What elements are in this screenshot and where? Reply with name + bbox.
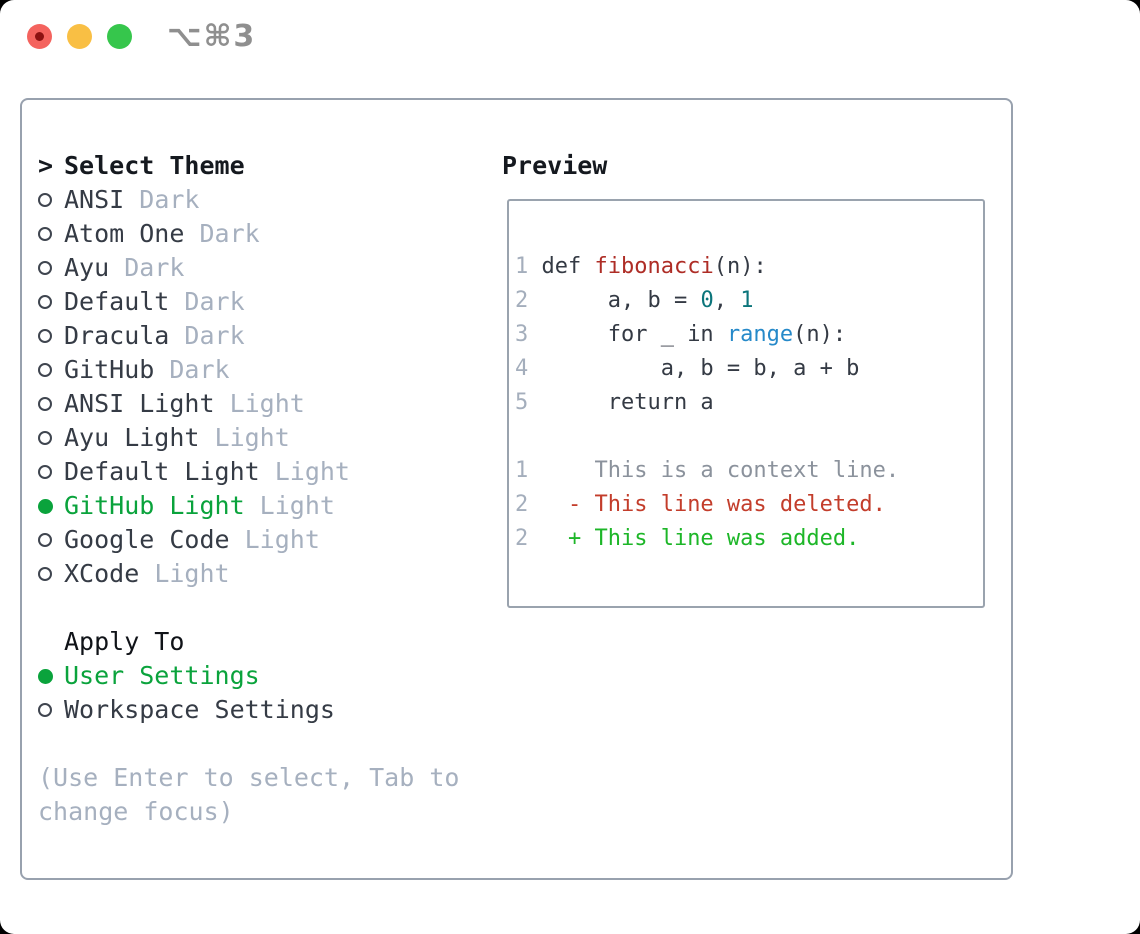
option-label: Dracula <box>64 321 185 350</box>
option-label: Light <box>154 559 230 588</box>
option-label: Light <box>259 491 335 520</box>
diff-line: 2 + This line was added. <box>515 526 860 551</box>
preview-blank-line <box>515 420 983 454</box>
option-label: GitHub <box>64 355 170 384</box>
theme-list-title: Select Theme <box>64 151 245 180</box>
code-line: 2 a, b = 0, 1 <box>515 288 754 313</box>
option-label: Dark <box>169 355 230 384</box>
preview-box: 1 def fibonacci(n): 2 a, b = 0, 1 3 for _ … <box>507 199 985 608</box>
theme-item-default[interactable]: Default Dark <box>38 285 508 319</box>
option-label: Light <box>229 389 305 418</box>
radio-icon <box>38 227 64 241</box>
radio-icon <box>38 465 64 479</box>
theme-item-github-light[interactable]: GitHub Light Light <box>38 489 508 523</box>
option-label: Light <box>274 457 350 486</box>
theme-item-atom-one[interactable]: Atom One Dark <box>38 217 508 251</box>
option-label: Dark <box>184 321 245 350</box>
theme-item-google-code[interactable]: Google Code Light <box>38 523 508 557</box>
theme-item-default-light[interactable]: Default Light Light <box>38 455 508 489</box>
option-label: Dark <box>139 185 200 214</box>
radio-icon <box>38 295 64 309</box>
option-label: XCode <box>64 559 155 588</box>
option-label: Light <box>244 525 320 554</box>
titlebar: ⌥⌘3 <box>0 0 1140 74</box>
hint-text: (Use Enter to select, Tab to change focu… <box>38 763 460 826</box>
radio-icon <box>38 363 64 377</box>
radio-icon <box>38 533 64 547</box>
close-button[interactable] <box>27 24 52 49</box>
radio-icon <box>38 397 64 411</box>
apply-to-title: Apply To <box>64 627 185 656</box>
theme-item-ayu-light[interactable]: Ayu Light Light <box>38 421 508 455</box>
diff-line: 1 This is a context line. <box>515 458 900 483</box>
radio-icon <box>38 431 64 445</box>
option-label: Dark <box>184 287 245 316</box>
option-label: ANSI Light <box>64 389 230 418</box>
focus-prompt-icon: > <box>38 151 54 180</box>
option-label: Google Code <box>64 525 245 554</box>
minimize-button[interactable] <box>67 24 92 49</box>
theme-item-ansi[interactable]: ANSI Dark <box>38 183 508 217</box>
theme-list-header: > Select Theme <box>38 149 508 183</box>
option-label: Ayu <box>64 253 125 282</box>
radio-icon <box>38 193 64 207</box>
code-line: 1 def fibonacci(n): <box>515 254 767 279</box>
option-label: Dark <box>124 253 185 282</box>
radio-selected-icon <box>38 668 64 684</box>
radio-selected-icon <box>38 498 64 514</box>
radio-icon <box>38 703 64 717</box>
theme-item-dracula[interactable]: Dracula Dark <box>38 319 508 353</box>
option-label: User Settings <box>64 661 260 690</box>
code-line: 4 a, b = b, a + b <box>515 356 860 381</box>
option-label: Default Light <box>64 457 275 486</box>
option-label: Default <box>64 287 185 316</box>
diff-line: 2 - This line was deleted. <box>515 492 886 517</box>
zoom-button[interactable] <box>107 24 132 49</box>
theme-item-ansi-light[interactable]: ANSI Light Light <box>38 387 508 421</box>
apply-option-workspace-settings[interactable]: Workspace Settings <box>38 693 508 727</box>
code-line: 3 for _ in range(n): <box>515 322 847 347</box>
option-label: GitHub Light <box>64 491 260 520</box>
theme-item-github[interactable]: GitHub Dark <box>38 353 508 387</box>
option-label: Dark <box>199 219 260 248</box>
apply-to-header-row: Apply To <box>38 625 508 659</box>
radio-icon <box>38 261 64 275</box>
option-label: Workspace Settings <box>64 695 335 724</box>
option-label: Light <box>214 423 290 452</box>
window-title: ⌥⌘3 <box>167 19 257 54</box>
preview-title: Preview <box>502 151 608 180</box>
radio-icon <box>38 567 64 581</box>
theme-item-ayu[interactable]: Ayu Dark <box>38 251 508 285</box>
option-label: Atom One <box>64 219 200 248</box>
apply-option-user-settings[interactable]: User Settings <box>38 659 508 693</box>
option-label: Ayu Light <box>64 423 215 452</box>
theme-item-xcode[interactable]: XCode Light <box>38 557 508 591</box>
radio-icon <box>38 329 64 343</box>
code-line: 5 return a <box>515 390 714 415</box>
option-label: ANSI <box>64 185 140 214</box>
